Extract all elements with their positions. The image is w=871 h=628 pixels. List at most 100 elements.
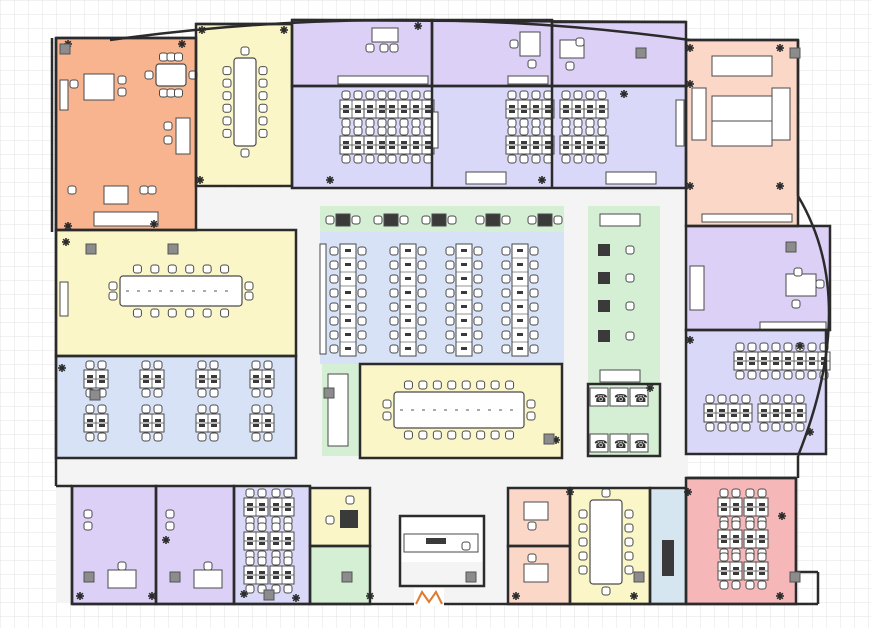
monitor — [587, 105, 593, 108]
chair — [85, 404, 95, 414]
asterisk-plant-icon — [684, 488, 692, 496]
desk — [83, 73, 115, 101]
chair — [529, 302, 539, 312]
monitor — [733, 567, 739, 570]
chair — [108, 281, 118, 291]
chair — [807, 370, 817, 380]
monitor — [143, 419, 149, 422]
monitor — [797, 409, 803, 412]
wall — [54, 354, 298, 460]
chair — [529, 246, 539, 256]
desk — [523, 501, 549, 521]
chair — [565, 61, 575, 71]
chair — [531, 90, 541, 100]
chair — [117, 87, 127, 97]
plant-stroke — [776, 182, 784, 190]
plant-stroke — [64, 222, 72, 230]
chair — [445, 274, 455, 284]
chair — [141, 360, 151, 370]
monitor — [517, 291, 523, 294]
asterisk-plant-icon — [776, 182, 784, 190]
chair — [578, 537, 588, 547]
chair — [329, 302, 339, 312]
conference-table — [155, 63, 187, 87]
plant-stroke — [366, 592, 374, 600]
room-purple-office-1 — [292, 20, 432, 86]
monitor — [517, 263, 523, 266]
chair — [399, 118, 409, 128]
chair — [490, 430, 500, 440]
chair — [251, 388, 261, 398]
plant-stroke — [280, 26, 288, 34]
chair — [345, 495, 355, 505]
asterisk-plant-icon — [366, 592, 374, 600]
chair — [529, 316, 539, 326]
monitor — [413, 146, 419, 149]
chair — [757, 488, 767, 498]
chair — [329, 274, 339, 284]
grey-square-column-icon — [85, 243, 97, 255]
chair — [258, 103, 268, 113]
chair — [341, 90, 351, 100]
desk — [193, 569, 223, 589]
chair — [597, 90, 607, 100]
monitor — [517, 333, 523, 336]
monitor — [413, 105, 419, 108]
asterisk-plant-icon — [198, 26, 206, 34]
monitor — [599, 110, 605, 113]
chair — [220, 264, 230, 274]
chair — [473, 344, 483, 354]
monitor — [413, 141, 419, 144]
chair — [357, 246, 367, 256]
monitor — [517, 249, 523, 252]
plant-stroke — [538, 176, 546, 184]
monitor — [809, 362, 815, 365]
monitor — [199, 380, 205, 383]
chair — [141, 388, 151, 398]
chair — [166, 52, 176, 62]
chair — [473, 302, 483, 312]
chair — [624, 551, 634, 561]
sofa — [93, 211, 159, 227]
grey-square-column-icon — [633, 571, 645, 583]
chair — [575, 37, 585, 47]
grey-square-column-icon — [789, 47, 801, 59]
chair — [519, 154, 529, 164]
monitor — [389, 141, 395, 144]
desk — [175, 117, 191, 155]
chair — [417, 316, 427, 326]
monitor — [721, 567, 727, 570]
monitor — [461, 347, 467, 350]
chair — [757, 580, 767, 590]
chair — [341, 154, 351, 164]
asterisk-plant-icon — [538, 176, 546, 184]
chair — [741, 422, 751, 432]
chair — [411, 154, 421, 164]
chair — [717, 422, 727, 432]
chair — [325, 215, 335, 225]
chair — [783, 394, 793, 404]
plant-stroke — [414, 22, 422, 30]
grey-square-column-icon — [323, 387, 335, 399]
chair — [601, 488, 611, 498]
sofa — [465, 171, 507, 185]
monitor — [265, 419, 271, 422]
chair — [329, 330, 339, 340]
monitor — [99, 380, 105, 383]
chair — [159, 52, 168, 62]
chair — [258, 66, 268, 76]
monitor — [749, 357, 755, 360]
printer — [335, 213, 351, 227]
chair — [527, 59, 537, 69]
chair — [382, 399, 392, 409]
monitor — [285, 503, 291, 506]
chair — [507, 154, 517, 164]
chair — [561, 118, 571, 128]
sofa — [771, 87, 791, 141]
chair — [329, 344, 339, 354]
chair — [585, 118, 595, 128]
monitor — [247, 542, 253, 545]
monitor — [285, 542, 291, 545]
chair — [585, 90, 595, 100]
monitor — [285, 571, 291, 574]
